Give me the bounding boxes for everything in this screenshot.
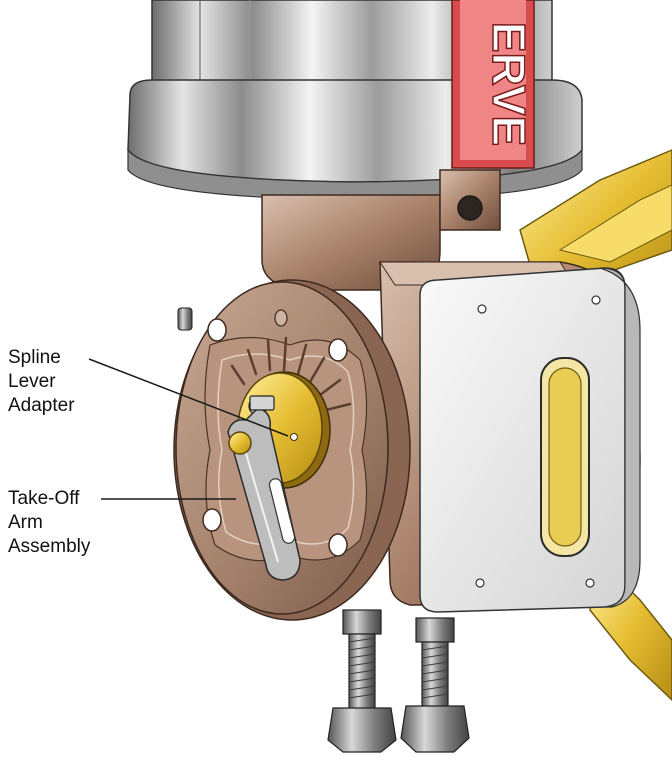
take-off-arm-assembly <box>227 395 301 581</box>
position-scale <box>230 336 352 412</box>
callout-line: Assembly <box>8 536 91 557</box>
callout-leaders <box>88 358 289 500</box>
callout-take-off-arm-assembly: Take-Off Arm Assembly <box>8 487 90 559</box>
callout-spline-lever-adapter: Spline Lever Adapter <box>8 346 75 418</box>
actuator-cylinder: ERVE <box>127 0 583 201</box>
callout-line: Take-Off <box>8 488 80 509</box>
callout-line: Adapter <box>8 395 75 416</box>
callout-line: Spline <box>8 347 61 368</box>
callout-line: Lever <box>8 371 56 392</box>
callout-line: Arm <box>8 512 43 533</box>
housing-brand-text: ERVE <box>483 22 535 146</box>
stop-bolts <box>327 609 470 753</box>
leader-spline-lever-adapter <box>88 358 289 437</box>
mounting-plate <box>419 267 641 613</box>
